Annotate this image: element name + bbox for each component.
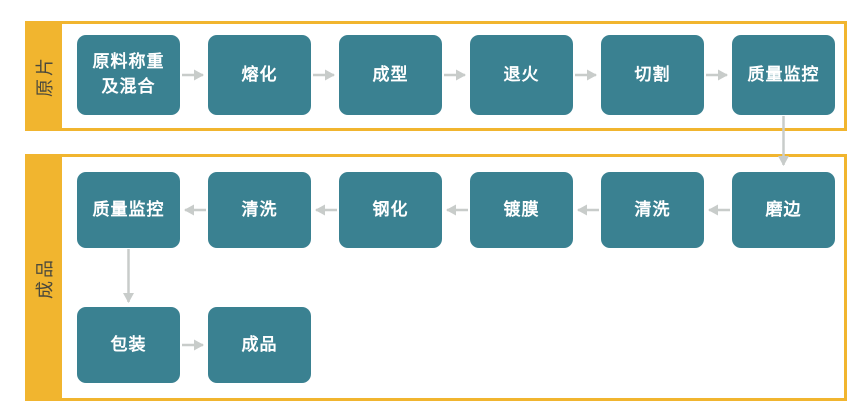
node-washing-2: 清洗 (208, 172, 311, 248)
node-quality-control-bottom: 质量监控 (77, 172, 180, 248)
node-packaging: 包装 (77, 307, 180, 383)
node-annealing: 退火 (470, 35, 573, 115)
node-raw-material-weighing-mixing: 原料称重 及混合 (77, 35, 180, 115)
node-coating: 镀膜 (470, 172, 573, 248)
node-washing-1: 清洗 (601, 172, 704, 248)
node-edge-grinding: 磨边 (732, 172, 835, 248)
node-finished-product: 成品 (208, 307, 311, 383)
node-forming: 成型 (339, 35, 442, 115)
lane-finished-product-body (62, 157, 844, 398)
lane-finished-product-label: 成品 (34, 256, 56, 299)
lane-finished-product-sidebar: 成品 (25, 154, 62, 401)
lane-raw-sheet-label: 原片 (34, 55, 56, 97)
node-quality-control-top: 质量监控 (732, 35, 835, 115)
node-tempering: 钢化 (339, 172, 442, 248)
node-cutting: 切割 (601, 35, 704, 115)
lane-raw-sheet-sidebar: 原片 (25, 21, 62, 131)
node-melting: 熔化 (208, 35, 311, 115)
